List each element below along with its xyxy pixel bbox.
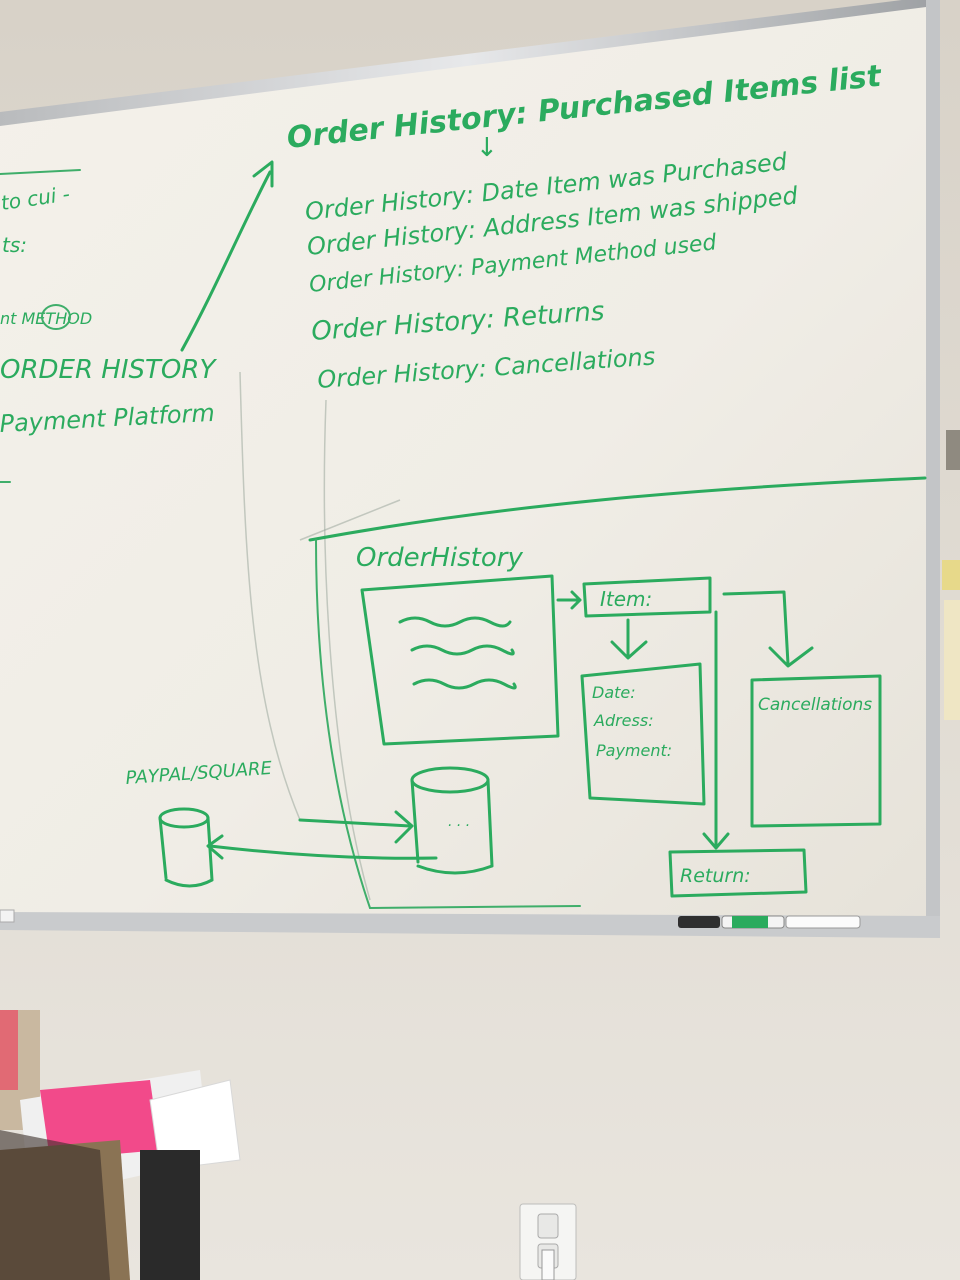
left-fragment-3-circle — [41, 304, 71, 330]
down-arrow-glyph: ↓ — [476, 133, 498, 163]
power-outlet — [519, 1203, 577, 1280]
whiteboard-surface — [0, 0, 930, 930]
details-box — [580, 662, 706, 806]
database-icon: . . . — [410, 766, 494, 875]
ghost-line-3 — [299, 499, 401, 541]
eraser — [0, 909, 15, 923]
item-box — [582, 576, 712, 618]
marker-green-cap — [732, 916, 768, 928]
detail-field-address: Adress: — [593, 711, 654, 730]
returns-label: Return: — [680, 865, 751, 887]
arrow-item-to-details — [610, 618, 648, 660]
arrow-item-to-returns — [702, 610, 730, 850]
diagram-container — [315, 539, 581, 910]
returns-box — [668, 848, 808, 898]
arrow-to-item — [556, 590, 582, 610]
arrow-to-order-history — [180, 170, 272, 352]
left-fragment-2: ts: — [2, 233, 27, 257]
list-line-2 — [410, 644, 515, 656]
arrow-item-to-cancellations — [722, 590, 814, 668]
whiteboard-frame-right — [926, 0, 940, 936]
ghost-line-2 — [323, 399, 371, 901]
svg-text:. . .: . . . — [448, 814, 470, 830]
db-link-arrow — [206, 834, 438, 860]
ghost-line-1 — [239, 371, 301, 821]
order-history-label: OrderHistory — [356, 543, 523, 573]
order-history-box — [360, 574, 560, 746]
left-order-history-caps: ORDER HISTORY — [0, 355, 217, 385]
wall-papers-right — [942, 430, 960, 720]
marker-white — [785, 915, 861, 929]
list-line-3 — [412, 678, 517, 690]
desk-clutter — [0, 1010, 241, 1280]
arrow-to-database — [298, 810, 414, 844]
whiteboard: Order History: Purchased Items list ↓ Or… — [0, 0, 940, 938]
board-divider — [308, 476, 927, 542]
arrow-to-order-history-head — [252, 160, 274, 188]
diagram: OrderHistory Item: Date: Adress: Payment… — [125, 539, 882, 910]
item-label: Item: — [600, 587, 652, 611]
detail-field-payment: Payment: — [596, 741, 672, 760]
marker-dark — [678, 916, 720, 928]
detail-field-date: Date: — [592, 683, 636, 702]
cancellations-label: Cancellations — [758, 695, 872, 715]
whiteboard-frame-top — [0, 0, 934, 126]
cancellations-box — [750, 674, 882, 828]
left-notes: to cui - ts: nt METHOD ORDER HISTORY Pay… — [0, 160, 274, 483]
left-notes-underline — [0, 169, 81, 175]
list-line-1 — [398, 616, 512, 628]
markers — [678, 915, 861, 929]
